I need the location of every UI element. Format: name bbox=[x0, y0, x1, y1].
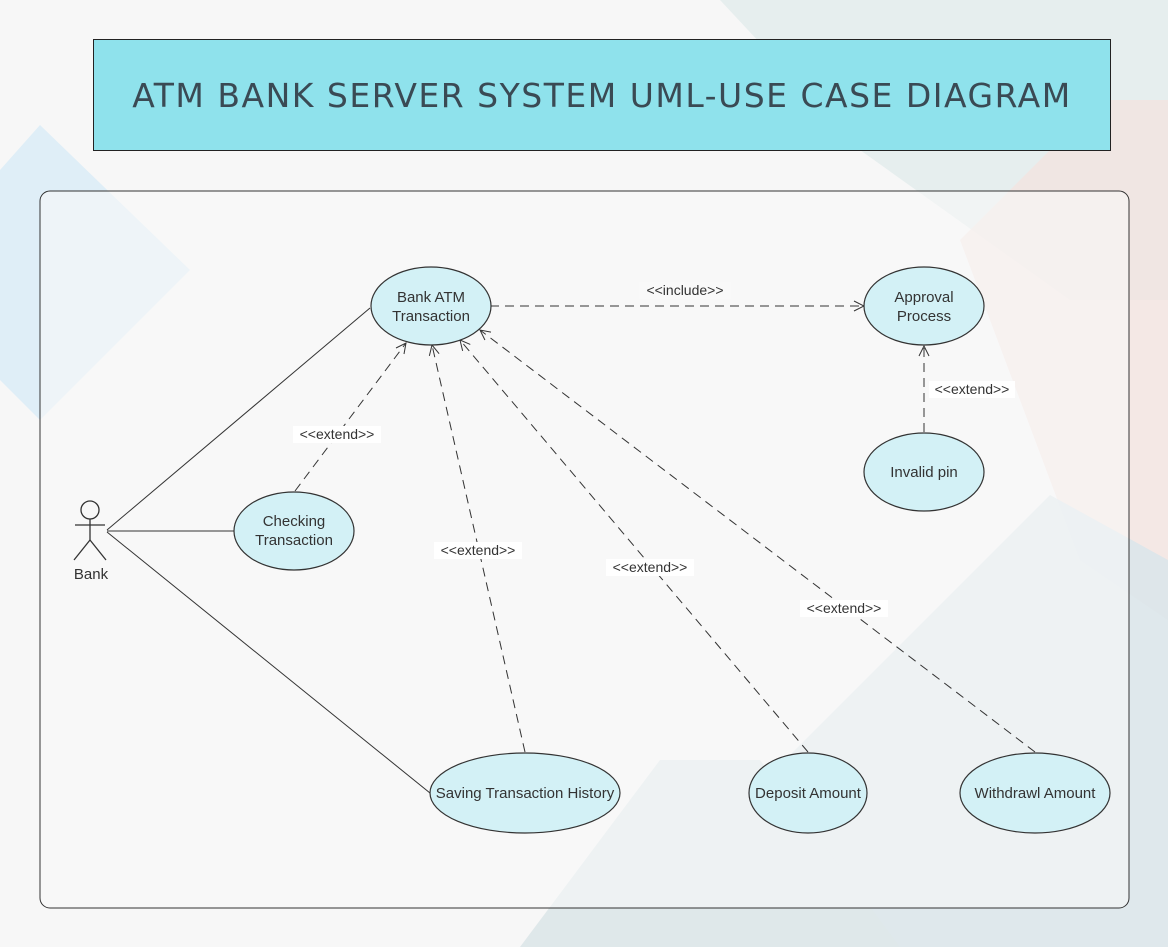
use-case-approval-line1: Approval bbox=[894, 289, 953, 306]
actor-leg-left bbox=[73, 539, 91, 561]
association-bank-atm bbox=[106, 307, 371, 531]
actor-associations bbox=[106, 307, 431, 794]
use-case-invalid-pin-label: Invalid pin bbox=[890, 464, 958, 481]
title-box: ATM BANK SERVER SYSTEM UML-USE CASE DIAG… bbox=[93, 39, 1111, 151]
use-case-bank-atm-line1: Bank ATM bbox=[397, 289, 465, 306]
use-case-approval: Approval Process bbox=[863, 266, 985, 346]
extend-label-checking: <<extend>> bbox=[300, 426, 375, 442]
use-case-saving-label: Saving Transaction History bbox=[436, 785, 615, 802]
use-case-saving: Saving Transaction History bbox=[429, 752, 621, 834]
use-case-invalid-pin: Invalid pin bbox=[863, 432, 985, 512]
use-case-checking-line1: Checking bbox=[263, 513, 326, 530]
extend-arrow-withdraw bbox=[480, 330, 1036, 753]
actor-bank-label: Bank bbox=[74, 566, 109, 583]
extend-label-deposit: <<extend>> bbox=[613, 559, 688, 575]
use-case-withdraw: Withdrawl Amount bbox=[959, 752, 1111, 834]
system-boundary bbox=[39, 190, 1130, 909]
diagram-title: ATM BANK SERVER SYSTEM UML-USE CASE DIAG… bbox=[132, 75, 1072, 115]
actor-head bbox=[80, 500, 100, 520]
use-case-withdraw-label: Withdrawl Amount bbox=[975, 785, 1097, 802]
dependencies bbox=[294, 306, 1036, 753]
extend-arrow-saving bbox=[432, 345, 526, 753]
association-saving bbox=[106, 531, 431, 794]
actor-leg-right bbox=[89, 539, 107, 561]
use-case-bank-atm-line2: Transaction bbox=[392, 308, 470, 325]
use-case-checking: Checking Transaction bbox=[233, 491, 355, 571]
include-label: <<include>> bbox=[646, 282, 723, 298]
extend-arrow-checking bbox=[294, 343, 406, 492]
use-case-checking-line2: Transaction bbox=[255, 532, 333, 549]
use-case-deposit: Deposit Amount bbox=[748, 752, 868, 834]
actor-bank bbox=[73, 500, 107, 561]
extend-label-withdraw: <<extend>> bbox=[807, 600, 882, 616]
use-case-deposit-label: Deposit Amount bbox=[755, 785, 862, 802]
use-case-approval-line2: Process bbox=[897, 308, 951, 325]
extend-label-saving: <<extend>> bbox=[441, 542, 516, 558]
use-case-bank-atm: Bank ATM Transaction bbox=[370, 266, 492, 346]
extend-label-invalid-pin: <<extend>> bbox=[935, 381, 1010, 397]
relation-labels: <<include>> <<extend>> <<extend>> <<exte… bbox=[293, 282, 1015, 617]
